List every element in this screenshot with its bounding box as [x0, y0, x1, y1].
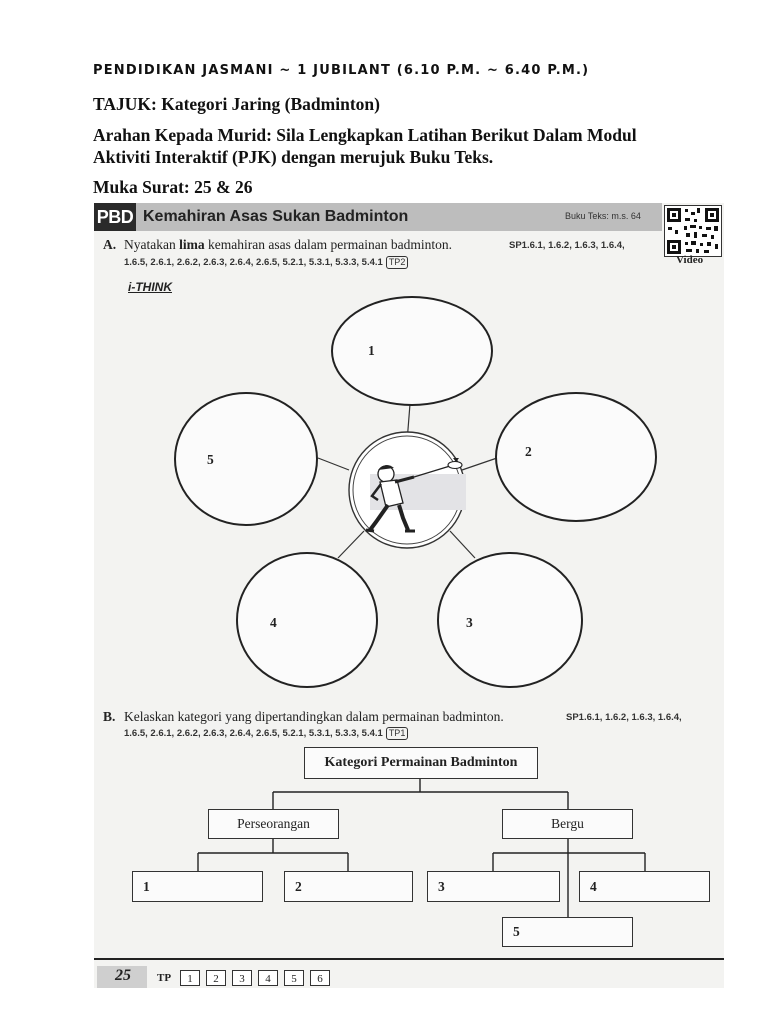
muka-surat-line: Muka Surat: 25 & 26 [93, 176, 252, 198]
tp-level-4[interactable]: 4 [258, 970, 278, 986]
worksheet-title: Kemahiran Asas Sukan Badminton [143, 205, 408, 229]
section-a-text-end: kemahiran asas dalam permainan badminton… [205, 237, 452, 252]
page-number: 25 [115, 967, 131, 985]
bubble-1 [332, 297, 492, 405]
tp-label: TP [157, 972, 171, 984]
section-a-sp-line2: 1.6.5, 2.6.1, 2.6.2, 2.6.3, 2.6.4, 2.6.5… [124, 257, 383, 268]
bergu-box: Bergu [502, 809, 633, 839]
bubble-2-number: 2 [525, 443, 532, 460]
answer-box-3[interactable]: 3 [427, 871, 560, 902]
section-a-tp-badge: TP2 [386, 256, 409, 269]
document-header: PENDIDIKAN JASMANI ~ 1 JUBILANT (6.10 P.… [93, 63, 589, 78]
answer-box-2[interactable]: 2 [284, 871, 413, 902]
bubble-3-number: 3 [466, 614, 473, 631]
answer-box-4[interactable]: 4 [579, 871, 710, 902]
section-a-question: Nyatakan lima kemahiran asas dalam perma… [124, 236, 452, 253]
tajuk-line: TAJUK: Kategori Jaring (Badminton) [93, 93, 380, 115]
section-a-text: Nyatakan [124, 237, 179, 252]
bubble-4 [237, 553, 377, 687]
bubble-1-number: 1 [368, 342, 375, 359]
tp-level-1[interactable]: 1 [180, 970, 200, 986]
bubble-map [94, 290, 724, 700]
bubble-5 [175, 393, 317, 525]
section-b-sp-line2-wrap: 1.6.5, 2.6.1, 2.6.2, 2.6.3, 2.6.4, 2.6.5… [124, 727, 408, 740]
section-a-sp-line1: SP1.6.1, 1.6.2, 1.6.3, 1.6.4, [509, 240, 625, 251]
tp-level-2[interactable]: 2 [206, 970, 226, 986]
section-b-sp-line1: SP1.6.1, 1.6.2, 1.6.3, 1.6.4, [566, 712, 682, 723]
connector-line [462, 458, 497, 470]
section-b-label: B. [103, 708, 115, 725]
section-a-sp-line2-wrap: 1.6.5, 2.6.1, 2.6.2, 2.6.3, 2.6.4, 2.6.5… [124, 256, 408, 269]
bubble-5-number: 5 [207, 451, 214, 468]
connector-line [450, 531, 475, 558]
pbd-badge: PBD [94, 203, 136, 231]
perseorangan-box: Perseorangan [208, 809, 339, 839]
bubble-3 [438, 553, 582, 687]
bubble-4-number: 4 [270, 614, 277, 631]
arahan-line-1: Arahan Kepada Murid: Sila Lengkapkan Lat… [93, 124, 637, 146]
arahan-line-2: Aktiviti Interaktif (PJK) dengan merujuk… [93, 146, 493, 168]
tp-level-3[interactable]: 3 [232, 970, 252, 986]
category-root-box: Kategori Permainan Badminton [304, 747, 538, 779]
book-reference: Buku Teks: m.s. 64 [565, 211, 641, 221]
tp-level-6[interactable]: 6 [310, 970, 330, 986]
section-a-label: A. [103, 236, 116, 253]
video-label: Video [676, 254, 703, 266]
answer-box-1[interactable]: 1 [132, 871, 263, 902]
connector-line [318, 458, 349, 470]
section-b-sp-line2: 1.6.5, 2.6.1, 2.6.2, 2.6.3, 2.6.4, 2.6.5… [124, 728, 383, 739]
section-b-tp-badge: TP1 [386, 727, 409, 740]
answer-box-5[interactable]: 5 [502, 917, 633, 947]
section-b-question: Kelaskan kategori yang dipertandingkan d… [124, 708, 504, 725]
connector-line [338, 531, 364, 558]
footer-divider [94, 958, 724, 960]
bubble-2 [496, 393, 656, 521]
section-a-bold: lima [179, 237, 205, 252]
tp-level-5[interactable]: 5 [284, 970, 304, 986]
qr-code-icon[interactable] [664, 205, 722, 257]
